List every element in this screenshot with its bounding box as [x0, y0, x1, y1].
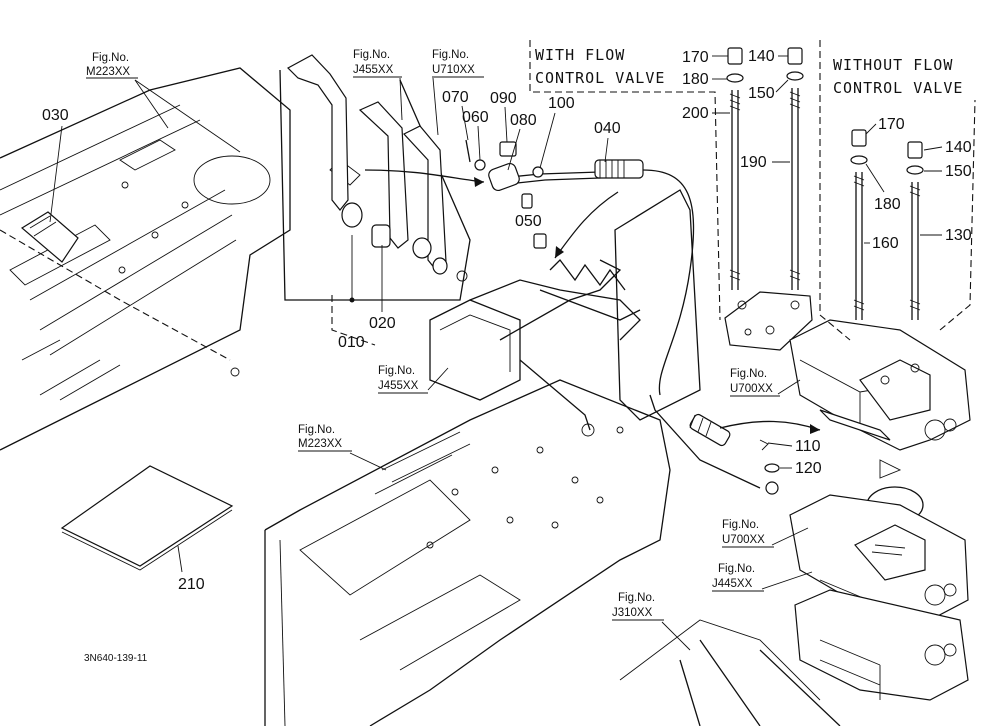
fig-ref-label: Fig.No. — [353, 49, 390, 61]
part-150-with-flow: 150 — [748, 85, 775, 102]
part-100: 100 — [548, 95, 575, 112]
fig-ref-j445: Fig.No. J445XX — [712, 563, 813, 592]
fig-ref-u700-bot: Fig.No. U700XX — [722, 519, 809, 548]
part-170-with-flow: 170 — [682, 49, 709, 66]
with-flow-title-line1: WITH FLOW — [535, 46, 625, 64]
without-flow-box — [819, 40, 976, 341]
part-200: 200 — [682, 105, 709, 122]
fig-ref-number: M223XX — [298, 438, 342, 450]
part-020: 020 — [369, 315, 396, 332]
part-120: 120 — [795, 460, 822, 477]
part-190: 190 — [740, 154, 767, 171]
part-110: 110 — [795, 438, 821, 455]
part-170-without-flow: 170 — [878, 116, 905, 133]
fig-ref-m223-top: Fig.No. M223XX — [86, 52, 241, 153]
drawing-code: 3N640-139-11 — [84, 653, 148, 664]
part-160: 160 — [872, 235, 899, 252]
fig-ref-number: J455XX — [378, 380, 419, 392]
fig-ref-label: Fig.No. — [92, 52, 129, 64]
part-140-with-flow: 140 — [748, 48, 775, 65]
mid-bracket — [429, 259, 641, 437]
floor-plate — [0, 67, 291, 451]
fig-ref-label: Fig.No. — [730, 368, 767, 380]
fig-ref-number: U700XX — [730, 383, 773, 395]
fig-ref-u710: Fig.No. U710XX — [432, 49, 484, 136]
part-130: 130 — [945, 227, 972, 244]
part-030: 030 — [42, 107, 69, 124]
part-180-without-flow: 180 — [874, 196, 901, 213]
fig-ref-j310: Fig.No. J310XX — [612, 592, 691, 651]
fig-ref-number: M223XX — [86, 66, 130, 78]
fig-ref-label: Fig.No. — [722, 519, 759, 531]
fig-ref-m223-mid: Fig.No. M223XX — [298, 424, 387, 471]
part-050: 050 — [515, 213, 542, 230]
fig-ref-label: Fig.No. — [378, 365, 415, 377]
fig-ref-label: Fig.No. — [718, 563, 755, 575]
fig-ref-u700-top: Fig.No. U700XX — [730, 368, 801, 397]
without-flow-title-line2: CONTROL VALVE — [833, 79, 963, 97]
fig-ref-number: J455XX — [353, 64, 394, 76]
clevis-parts — [465, 139, 547, 249]
part-070: 070 — [442, 89, 469, 106]
fig-ref-number: J310XX — [612, 607, 653, 619]
fig-ref-j455-mid: Fig.No. J455XX — [378, 365, 449, 394]
part-150-without-flow: 150 — [945, 163, 972, 180]
part-090: 090 — [490, 90, 517, 107]
fig-ref-number: U710XX — [432, 64, 475, 76]
part-080: 080 — [510, 112, 537, 129]
part-010: 010 — [338, 334, 365, 351]
without-flow-studs — [850, 129, 924, 320]
cable-040 — [499, 159, 779, 495]
part-callouts: 010 020 030 040 050 060 070 080 090 100 … — [42, 48, 972, 593]
lower-frame — [264, 379, 671, 726]
control-valve-stack — [619, 319, 971, 726]
with-flow-box — [529, 40, 721, 321]
with-flow-studs — [724, 47, 813, 351]
fig-ref-number: U700XX — [722, 534, 765, 546]
fig-ref-number: J445XX — [712, 578, 753, 590]
fig-ref-label: Fig.No. — [432, 49, 469, 61]
assembly-arrows — [364, 169, 821, 434]
fig-ref-j455-top: Fig.No. J455XX — [353, 49, 403, 121]
pedal-030 — [20, 211, 79, 263]
part-180-with-flow: 180 — [682, 71, 709, 88]
part-210: 210 — [178, 576, 205, 593]
fig-ref-label: Fig.No. — [618, 592, 655, 604]
cable-bracket — [539, 189, 701, 421]
part-140-without-flow: 140 — [945, 139, 972, 156]
manual-210 — [60, 465, 234, 571]
fig-ref-label: Fig.No. — [298, 424, 335, 436]
levers-010 — [287, 54, 468, 282]
with-flow-title-line2: CONTROL VALVE — [535, 69, 665, 87]
part-040: 040 — [594, 120, 621, 137]
without-flow-title-line1: WITHOUT FLOW — [833, 56, 953, 74]
part-060: 060 — [462, 109, 489, 126]
